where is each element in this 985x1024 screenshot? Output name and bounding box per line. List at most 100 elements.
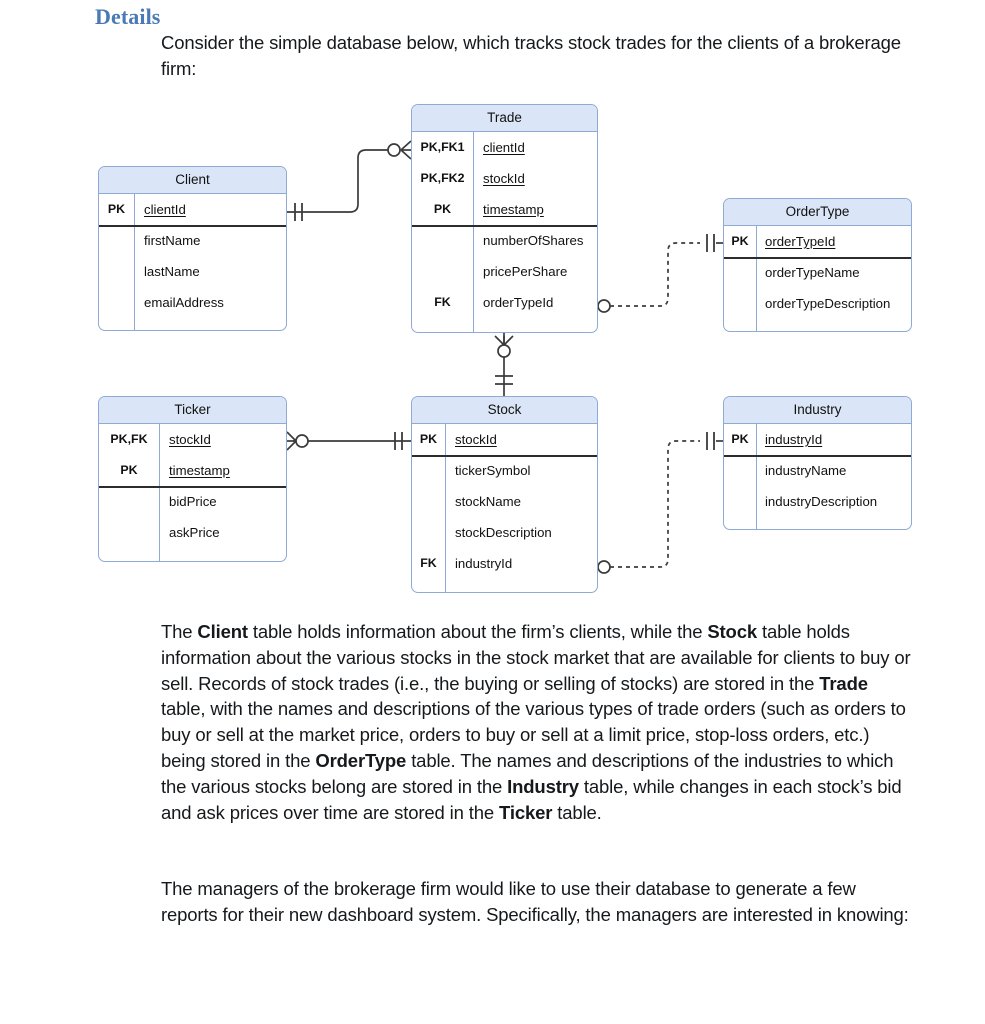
column-divider [134, 194, 135, 330]
field-key: FK [420, 556, 437, 570]
field-name: stockId [455, 432, 497, 447]
field-row: PK timestamp [412, 194, 597, 225]
entity-table-industry[interactable]: Industry PK industryId industryName indu… [723, 396, 912, 530]
field-name: orderTypeId [483, 295, 554, 310]
entity-table-industry-body: PK industryId industryName industryDescr… [724, 424, 911, 529]
cardinality-zero-circle-stock-industry [597, 560, 611, 574]
field-name: bidPrice [169, 494, 217, 509]
field-name: emailAddress [144, 295, 224, 310]
entity-table-client-title: Client [99, 167, 286, 194]
cardinality-crowsfoot-trade-stock [494, 335, 514, 346]
field-name: clientId [144, 202, 186, 217]
cardinality-zero-circle-trade-ordertype [597, 299, 611, 313]
entity-table-trade-title: Trade [412, 105, 597, 132]
cardinality-zero-circle-ticker [295, 434, 309, 448]
field-name: askPrice [169, 525, 220, 540]
field-name: stockName [455, 494, 521, 509]
pk-separator [99, 486, 286, 488]
connector-client-trade [287, 149, 388, 213]
cardinality-crowsfoot-ticker [286, 431, 297, 451]
entity-table-ticker-body: PK,FK stockId PK timestamp bidPrice askP… [99, 424, 286, 561]
er-diagram-connectors [286, 140, 723, 577]
field-key: FK [434, 295, 451, 309]
field-row: PK stockId [412, 424, 597, 455]
entity-table-client-body: PK clientId firstName lastName emailAddr… [99, 194, 286, 330]
pk-separator [724, 455, 911, 457]
field-name: lastName [144, 264, 200, 279]
entity-table-industry-title: Industry [724, 397, 911, 424]
field-name: orderTypeName [765, 265, 860, 280]
field-row: pricePerShare [412, 256, 597, 287]
connector-stock-industry [610, 440, 700, 568]
field-name: industryId [455, 556, 513, 571]
field-row: tickerSymbol [412, 455, 597, 486]
field-name: firstName [144, 233, 201, 248]
cardinality-one-and-only-one-client [294, 203, 303, 221]
column-divider [756, 226, 757, 331]
field-row: FK orderTypeId [412, 287, 597, 318]
entity-table-ticker-title: Ticker [99, 397, 286, 424]
field-row: stockDescription [412, 517, 597, 548]
field-row: stockName [412, 486, 597, 517]
intro-paragraph: Consider the simple database below, whic… [161, 32, 901, 79]
cardinality-zero-circle-trade [387, 143, 401, 157]
field-name: tickerSymbol [455, 463, 531, 478]
field-key: PK [433, 202, 452, 216]
entity-table-client[interactable]: Client PK clientId firstName lastName [98, 166, 287, 331]
page-title: Details [95, 4, 161, 29]
entity-table-trade[interactable]: Trade PK,FK1 clientId PK,FK2 stockId PK … [411, 104, 598, 333]
column-divider [445, 424, 446, 592]
entity-table-ordertype-body: PK orderTypeId orderTypeName orderTypeDe… [724, 226, 911, 331]
field-row: PK timestamp [99, 455, 286, 486]
field-key: PK [120, 463, 138, 477]
field-name: timestamp [169, 463, 230, 478]
field-key: PK,FK2 [420, 171, 465, 185]
field-name: clientId [483, 140, 525, 155]
field-key: PK [419, 432, 438, 446]
field-row: PK,FK stockId [99, 424, 286, 455]
field-name: industryId [765, 432, 823, 447]
field-row: bidPrice [99, 486, 286, 517]
field-name: stockDescription [455, 525, 552, 540]
field-row: askPrice [99, 517, 286, 548]
field-name: orderTypeId [765, 234, 836, 249]
field-row: firstName [99, 225, 286, 256]
field-row: orderTypeName [724, 257, 911, 288]
field-key: PK,FK1 [420, 140, 465, 154]
entity-table-ordertype[interactable]: OrderType PK orderTypeId orderTypeName o… [723, 198, 912, 332]
field-row: emailAddress [99, 287, 286, 318]
field-row: orderTypeDescription [724, 288, 911, 319]
field-row: PK orderTypeId [724, 226, 911, 257]
field-row: numberOfShares [412, 225, 597, 256]
cardinality-one-and-only-one-stock-trade [495, 375, 513, 385]
column-divider [756, 424, 757, 529]
field-name: timestamp [483, 202, 544, 217]
column-divider [473, 132, 474, 332]
field-row: industryDescription [724, 486, 911, 517]
entity-table-stock[interactable]: Stock PK stockId tickerSymbol stockName [411, 396, 598, 593]
field-name: orderTypeDescription [765, 296, 891, 311]
field-key: PK [107, 202, 126, 216]
field-row: lastName [99, 256, 286, 287]
field-row: industryName [724, 455, 911, 486]
field-key: PK [731, 432, 749, 446]
entity-table-ordertype-title: OrderType [724, 199, 911, 226]
entity-table-ticker[interactable]: Ticker PK,FK stockId PK timestamp bidPri… [98, 396, 287, 562]
entity-table-stock-title: Stock [412, 397, 597, 424]
cardinality-zero-circle-trade-stock [497, 344, 511, 358]
pk-separator [99, 225, 286, 227]
entity-table-trade-body: PK,FK1 clientId PK,FK2 stockId PK timest… [412, 132, 597, 332]
field-name: pricePerShare [483, 264, 568, 279]
field-row: FK industryId [412, 548, 597, 579]
pk-separator [724, 257, 911, 259]
field-row: PK industryId [724, 424, 911, 455]
cardinality-one-and-only-one-stock-ticker [394, 432, 403, 450]
entity-table-stock-body: PK stockId tickerSymbol stockName stockD… [412, 424, 597, 592]
cardinality-one-and-only-one-industry [706, 432, 715, 450]
reports-paragraph: The managers of the brokerage firm would… [161, 878, 909, 925]
pk-separator [412, 225, 597, 227]
column-divider [159, 424, 160, 561]
field-row: PK,FK2 stockId [412, 163, 597, 194]
pk-separator [412, 455, 597, 457]
